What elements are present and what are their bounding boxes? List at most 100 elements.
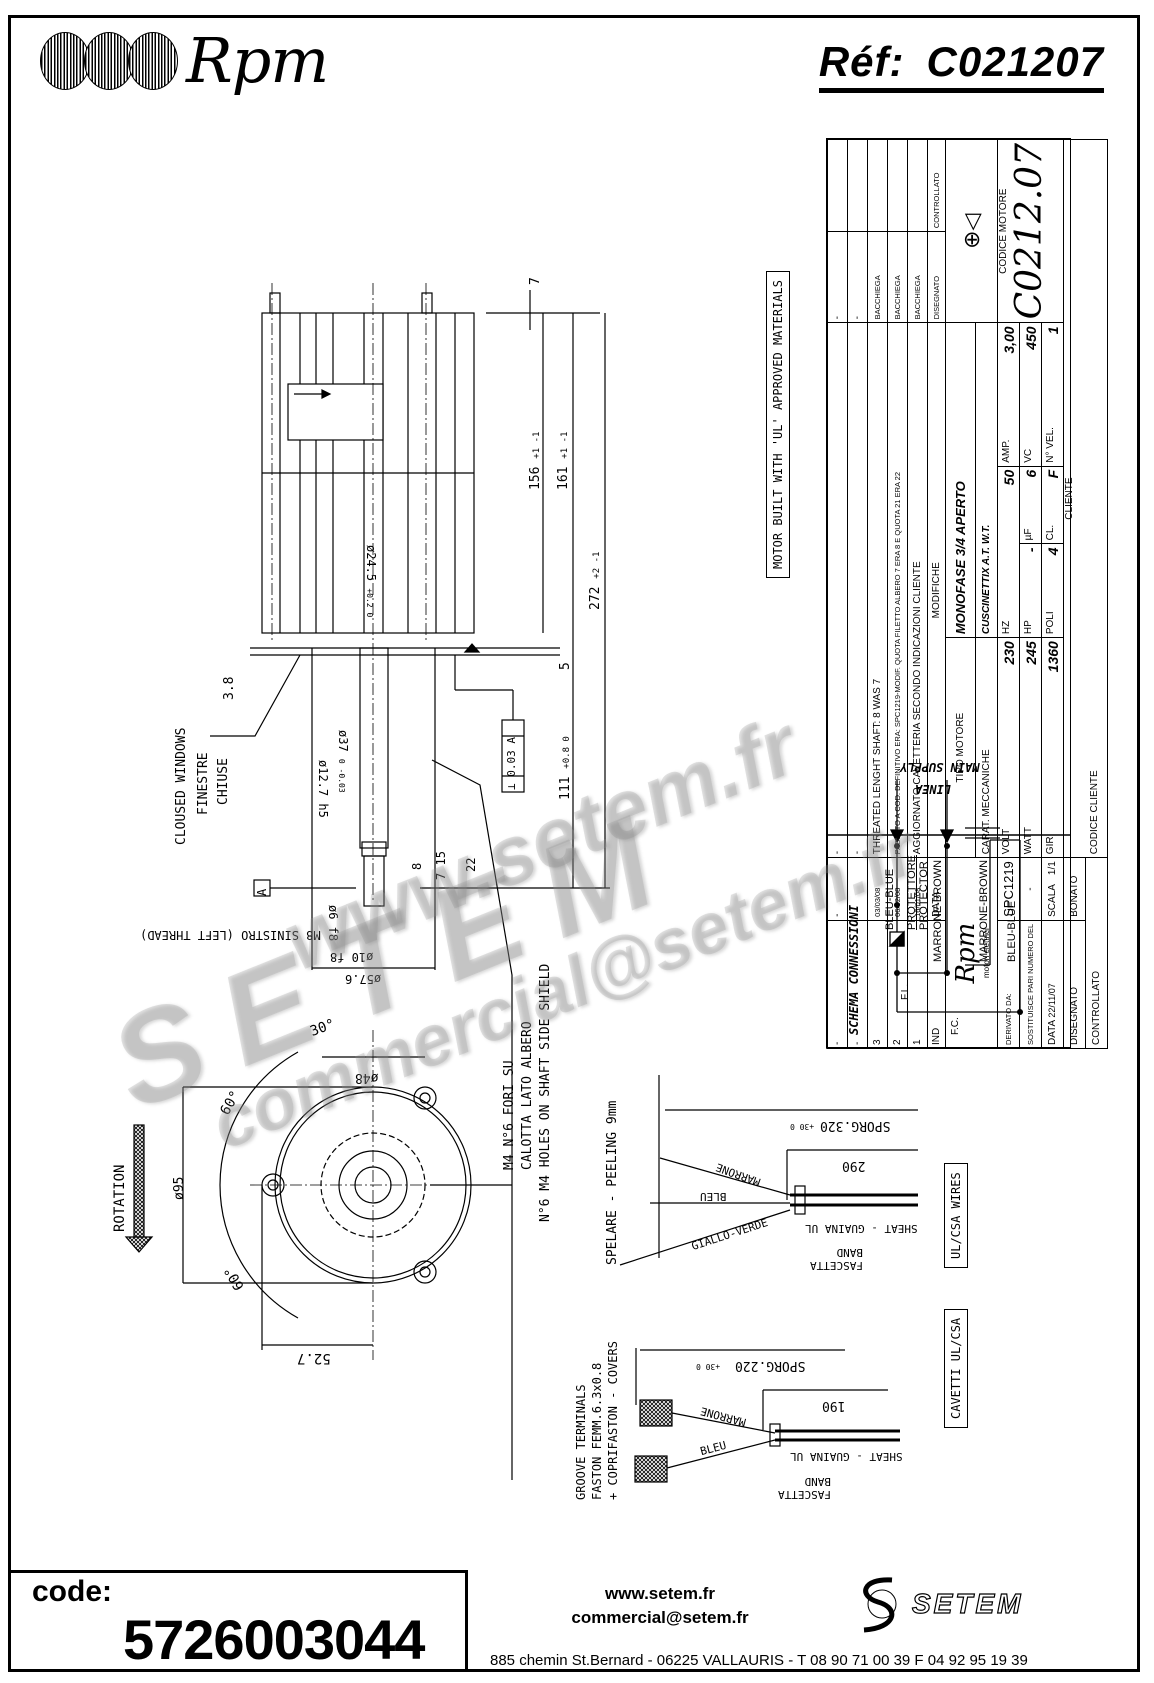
rev-desc: - — [827, 322, 848, 858]
spec-vc: VC 450 — [1019, 322, 1042, 467]
projection-symbol-icon: ⊕◁ — [945, 139, 998, 323]
rpm-logo: Rpm — [40, 24, 329, 97]
setem-brand: SETEM — [911, 1587, 1024, 1619]
rev-by: - — [847, 231, 868, 323]
wire-bleu: BLEU — [700, 1190, 727, 1203]
tipo-motore-value: MONOFASE 3/4 APERTO — [945, 322, 976, 638]
terminals-label-3: + COPRIFASTON - COVERS — [606, 1341, 620, 1500]
drawing-frame — [8, 15, 1140, 1672]
fl-label: F.L. — [900, 983, 911, 1000]
rev-check — [847, 139, 868, 232]
product-code-box: code: 5726003044 — [8, 1570, 468, 1672]
fc-label: F.C. — [950, 1017, 961, 1035]
spec-poli: POLI 4 — [1041, 543, 1064, 638]
website-link[interactable]: www.setem.fr — [605, 1584, 715, 1603]
faston-length-sheath: 190 — [822, 1398, 846, 1413]
rev-by: BACCHIEGA — [867, 231, 888, 323]
datum-label: A — [255, 888, 269, 896]
main-supply-label: MAIN SUPPLY — [900, 760, 980, 774]
wires-ul-length-sheath: 290 — [842, 1158, 866, 1173]
rev-desc: - — [847, 322, 868, 858]
linea-label: LINEA — [915, 782, 952, 796]
reference-value: C021207 — [926, 38, 1104, 85]
dim-shaft-length: 111 +0.8 0 — [558, 736, 573, 800]
wire-marrone-brown-1: MARRONE-BROWN — [932, 859, 944, 962]
rev-desc: PASSATO A COD. DEFINITIVO ERA: SPC1219-M… — [887, 322, 908, 858]
coil-icon — [128, 32, 178, 90]
rev-ind: - — [827, 920, 848, 1049]
dim-mount-offset: 52.7 — [297, 1350, 331, 1366]
wire-bleu-blue-2: BLEU-BLUE — [1006, 900, 1018, 962]
dim-collar-diameter: ø10 f8 — [330, 950, 374, 964]
holes-label-it-2: CALOTTA LATO ALBERO — [520, 1021, 535, 1170]
dim-stator-length: 156 +1 -1 — [528, 431, 543, 490]
rev-check — [887, 139, 908, 232]
spec-volt: VOLT 230 — [997, 637, 1020, 858]
wires-ul-length-tol: +30 0 — [790, 1122, 815, 1131]
dim-body-diameter: ø95 — [172, 1176, 187, 1200]
sheath-label: SHEAT - GUAINA UL — [805, 1222, 918, 1235]
schema-title: SCHEMA CONNESSIONI — [847, 904, 861, 1035]
spec-amp: AMP. 3,00 — [997, 322, 1020, 467]
tag-cavetti-ul-csa: CAVETTI UL/CSA — [944, 1308, 968, 1428]
wire-marrone-brown-2: MARRONE-BROWN — [978, 859, 990, 962]
setem-logo: SETEM — [852, 1574, 1023, 1634]
spec-cl: CL. F — [1041, 466, 1064, 544]
rev-check — [907, 139, 928, 232]
sostituisce-label: SOSTITUISCE PARI NUMERO DEL — [1019, 920, 1042, 1049]
faston-length-tol: +30 0 — [696, 1362, 721, 1371]
dim-bore-diameter: ø24.5 +0.2 0 — [364, 545, 378, 618]
protector-en-label: PROTECTOR — [918, 861, 930, 930]
rev-check — [867, 139, 888, 232]
sostituisce-value: - — [1019, 857, 1042, 921]
terminals-label-1: GROOVE TERMINALS — [574, 1384, 588, 1500]
dim-total-length: 272 +2 -1 — [588, 551, 603, 610]
terminals-label-2: FASTON FEMM.6.3x0.8 — [590, 1362, 604, 1500]
spec-hz: HZ 50 — [997, 466, 1020, 638]
dim-7-15: 7 15 — [434, 851, 448, 880]
ul-approved-note: MOTOR BUILT WITH 'UL' APPROVED MATERIALS — [766, 271, 790, 578]
email-link[interactable]: commercial@setem.fr — [571, 1608, 749, 1627]
rotation-label: ROTATION — [112, 1164, 128, 1232]
carat-label: CARAT. MECCANICHE — [975, 637, 998, 858]
spec-hp: HP - — [1019, 543, 1042, 638]
data-field: DATA 22/11/07 — [1041, 920, 1064, 1049]
contact-block: www.setem.fr commercial@setem.fr — [540, 1582, 780, 1630]
carat-value: CUSCINETTIX A.T. W.T. — [975, 322, 998, 638]
company-address: 885 chemin St.Bernard - 06225 VALLAURIS … — [490, 1652, 1028, 1669]
wires-ul-length-total: SPORG.320 — [820, 1118, 891, 1133]
rev-by: BACCHIEGA — [887, 231, 908, 323]
holes-label-it-1: M4 N°6 FORI SU — [502, 1060, 517, 1170]
cliente-field: CLIENTE CODICE CLIENTE — [1063, 139, 1108, 858]
codice-motore: CODICE MOTORE C0212.07 — [997, 139, 1064, 323]
title-block: - - - - - - - - 3 03/03/08 THREATED LENG… — [826, 138, 1108, 1049]
tolerance-frame: ⊥ 0.03 A — [505, 737, 518, 790]
rev-header-checked: CONTROLLATO — [927, 139, 946, 232]
tipo-motore-label: TIPO MOTORE — [945, 637, 976, 858]
dim-body-length: 161 +1 -1 — [556, 431, 571, 490]
rev-check — [827, 139, 848, 232]
tag-ul-csa-wires: UL/CSA WIRES — [944, 1163, 968, 1268]
rev-desc: THREATED LENGHT SHAFT: 8 WAS 7 — [867, 322, 888, 858]
closed-windows-it-1: FINESTRE — [196, 752, 211, 815]
disegnato-label: DISEGNATO — [1063, 920, 1086, 1049]
spec-giri: GIRI 1360 — [1041, 637, 1064, 858]
rev-data: - — [827, 857, 848, 921]
rev-by: BACCHIEGA — [907, 231, 928, 323]
protector-it-label: PROTETTORE — [906, 855, 918, 930]
reference-label: Réf: — [818, 38, 905, 85]
reference-title: Réf: C021207 — [818, 38, 1104, 93]
dim-boss-diameter: ø37 0 -0.03 — [336, 730, 350, 793]
dim-flange-step: 3.8 — [222, 676, 237, 700]
dim-8: 8 — [410, 862, 424, 870]
disegnato-value: BONATO — [1063, 857, 1086, 921]
holes-label-en: N°6 M4 HOLES ON SHAFT SIDE SHIELD — [538, 963, 553, 1222]
spec-vel: N° VEL. 1 — [1041, 322, 1064, 467]
coil-icon — [84, 32, 134, 90]
brand-name: Rpm — [186, 24, 329, 97]
rev-ind: 3 — [867, 920, 888, 1049]
scala-field: SCALA 1/1 — [1041, 857, 1064, 921]
